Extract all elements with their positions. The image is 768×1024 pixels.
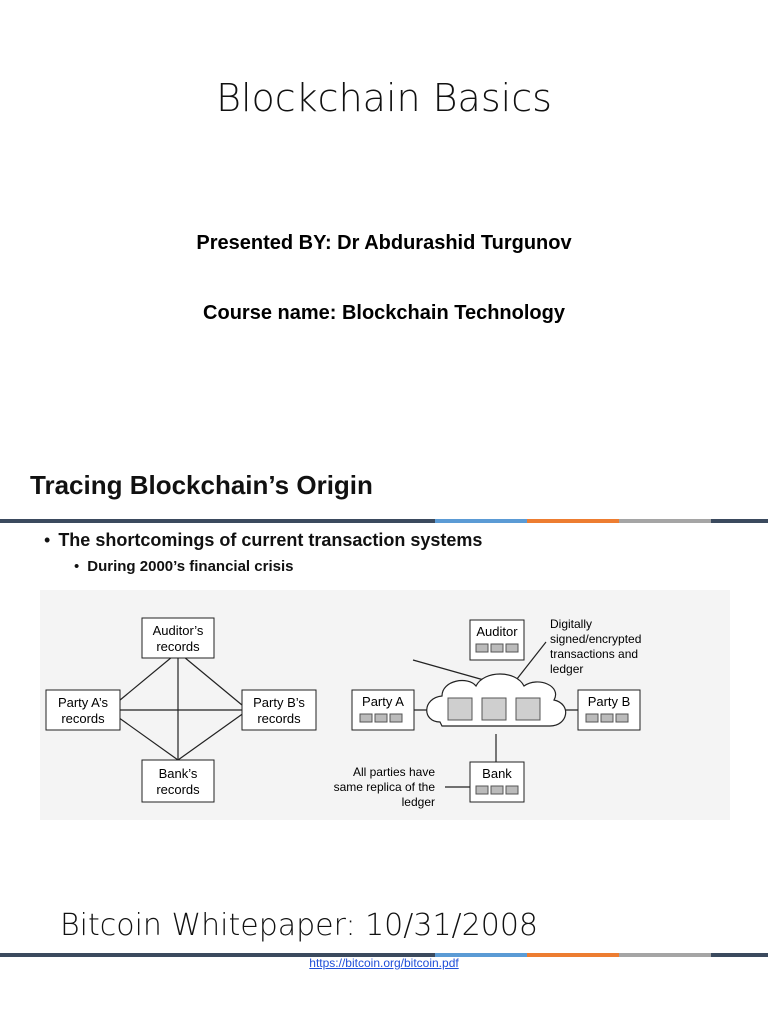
- sub-bullet-item: • During 2000’s financial crisis: [74, 558, 293, 575]
- node-label: Auditor: [476, 624, 518, 639]
- rule-segment-gray: [619, 953, 711, 957]
- ledger-note: Digitally signed/encrypted transactions …: [550, 617, 641, 676]
- note-line: All parties have: [353, 765, 435, 779]
- box-label: records: [257, 711, 301, 726]
- auditor-records-box: Auditor’s records: [141, 617, 215, 659]
- ledger-diagram: Auditor’s records Party A’s records Part…: [40, 590, 730, 820]
- box-label: Bank’s: [159, 766, 198, 781]
- slide-heading: Tracing Blockchain’s Origin: [30, 470, 373, 500]
- whitepaper-date: Bitcoin Whitepaper: 10/31/2008: [60, 908, 538, 943]
- rule-segment-dark: [0, 519, 435, 523]
- bank-node: Bank: [469, 761, 525, 803]
- origin-slide: Tracing Blockchain’s Origin • The shortco…: [0, 440, 768, 1024]
- presenter-line: Presented BY: Dr Abdurashid Turgunov: [196, 232, 572, 254]
- box-label: records: [156, 639, 200, 654]
- node-label: Party A: [362, 694, 404, 709]
- auditor-node: Auditor: [469, 619, 525, 661]
- partyA-records-box: Party A’s records: [45, 689, 121, 731]
- node-label: Bank: [482, 766, 512, 781]
- partyB-records-box: Party B’s records: [241, 689, 317, 731]
- partyA-node: Party A: [351, 689, 415, 731]
- sub-bullet-glyph: •: [74, 558, 80, 575]
- rule-segment-blue: [435, 953, 527, 957]
- box-label: Party B’s: [253, 695, 305, 710]
- rule-segment-orange: [527, 519, 619, 523]
- partyB-node: Party B: [577, 689, 641, 731]
- whitepaper-link[interactable]: https://bitcoin.org/bitcoin.pdf: [309, 956, 459, 970]
- note-line: Digitally: [550, 617, 592, 631]
- bullet-text: The shortcomings of current transaction …: [58, 530, 483, 550]
- bullet-glyph: •: [44, 530, 51, 550]
- rule-segment-dark-end: [711, 519, 768, 523]
- note-line: ledger: [402, 795, 435, 809]
- slide-title: Blockchain Basics: [216, 76, 552, 120]
- accent-rule-top: [0, 519, 768, 523]
- replica-note: All parties have same replica of the led…: [334, 765, 436, 809]
- rule-segment-blue: [435, 519, 527, 523]
- box-label: records: [156, 782, 200, 797]
- note-line: ledger: [550, 662, 583, 676]
- note-line: signed/encrypted: [550, 632, 641, 646]
- rule-segment-orange: [527, 953, 619, 957]
- box-label: records: [61, 711, 105, 726]
- note-line: same replica of the: [334, 780, 436, 794]
- sub-bullet-text: During 2000’s financial crisis: [87, 558, 294, 575]
- course-line: Course name: Blockchain Technology: [203, 302, 565, 324]
- bullet-item: • The shortcomings of current transaction…: [44, 530, 482, 551]
- rule-segment-gray: [619, 519, 711, 523]
- ledger-block: [481, 697, 507, 721]
- link-line: [177, 651, 249, 711]
- rule-segment-dark: [0, 953, 435, 957]
- ledger-block: [447, 697, 473, 721]
- title-slide: Blockchain Basics Presented BY: Dr Abdur…: [0, 0, 768, 440]
- ledger-blocks: [447, 697, 541, 721]
- link-line: [177, 709, 249, 761]
- ledger-block: [515, 697, 541, 721]
- rule-segment-dark-end: [711, 953, 768, 957]
- accent-rule-bottom: [0, 953, 768, 957]
- box-label: Auditor’s: [153, 623, 204, 638]
- bank-records-box: Bank’s records: [141, 759, 215, 803]
- node-label: Party B: [588, 694, 631, 709]
- box-label: Party A’s: [58, 695, 109, 710]
- note-line: transactions and: [550, 647, 638, 661]
